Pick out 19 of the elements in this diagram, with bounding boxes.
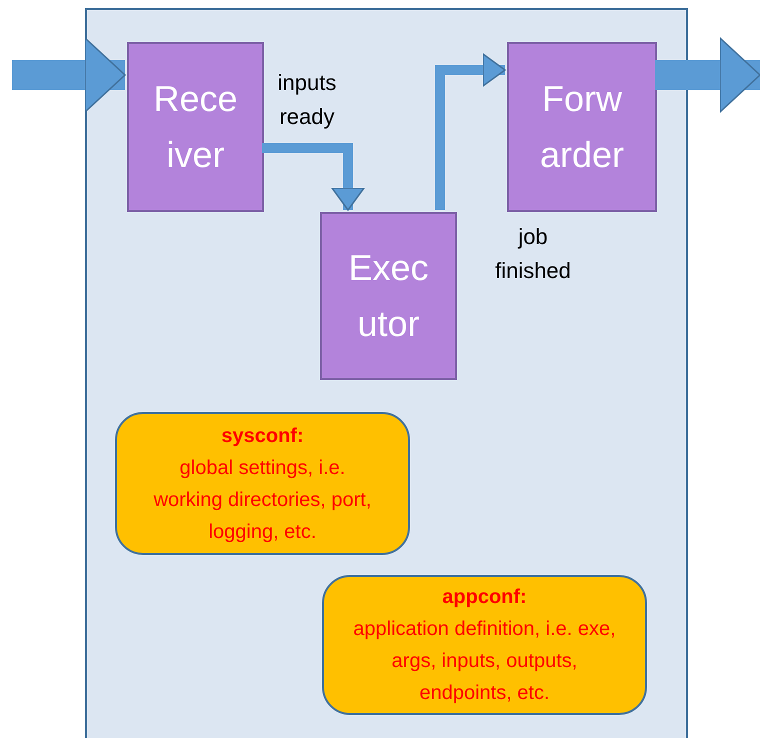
process-label: Rece iver: [152, 77, 239, 177]
process-label: Exec utor: [347, 246, 430, 346]
config-heading: sysconf:: [221, 424, 304, 448]
block-arrow: [435, 53, 506, 210]
config-box: [115, 412, 410, 555]
process-label: Forw arder: [538, 77, 626, 177]
container-panel: [85, 8, 688, 738]
block-arrow: [12, 37, 126, 113]
config-box: [322, 575, 647, 715]
edge-label: job finished: [494, 223, 572, 285]
config-description: application definition, i.e. exe, args, inputs, outputs, endpoints, etc.: [352, 617, 617, 706]
block-arrow: [655, 37, 760, 113]
process-box: [507, 42, 657, 212]
process-box: [320, 212, 457, 380]
edge-label: inputs ready: [276, 69, 338, 131]
config-heading: appconf:: [442, 585, 527, 610]
config-description: global settings, i.e. working directories, port, logging, etc.: [153, 456, 372, 544]
block-arrow: [262, 143, 365, 211]
process-box: [127, 42, 264, 212]
